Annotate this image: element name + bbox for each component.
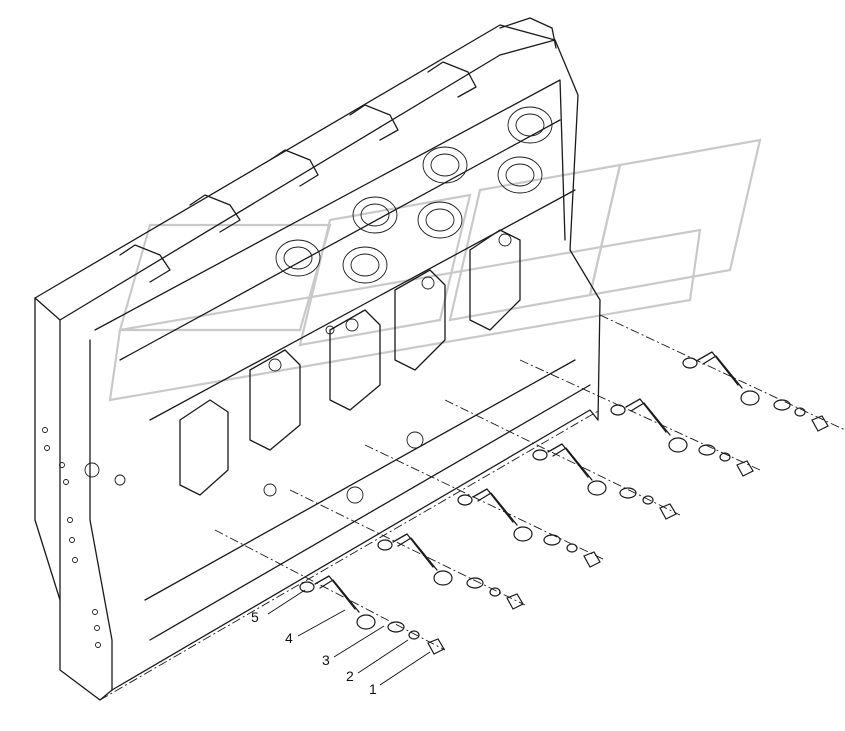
callout-2: 2 bbox=[346, 668, 354, 684]
callout-leaders bbox=[267, 589, 431, 686]
callout-labels: 5 4 3 2 1 bbox=[251, 609, 377, 697]
side-holes bbox=[42, 427, 126, 648]
engine-block bbox=[34, 17, 601, 701]
callout-3: 3 bbox=[322, 652, 330, 668]
nozzle-assembly-6 bbox=[299, 575, 445, 655]
callout-4: 4 bbox=[285, 630, 293, 646]
nozzle-assembly-2 bbox=[610, 398, 754, 477]
piston-cooling-nozzles bbox=[214, 314, 845, 655]
nozzle-assembly-5 bbox=[377, 533, 524, 610]
nozzle-assembly-4 bbox=[457, 488, 601, 568]
callout-5: 5 bbox=[251, 609, 259, 625]
callout-1: 1 bbox=[369, 681, 377, 697]
bearing-webs bbox=[179, 229, 521, 504]
nozzle-assembly-3 bbox=[532, 443, 677, 520]
cylinder-bores bbox=[275, 106, 553, 284]
